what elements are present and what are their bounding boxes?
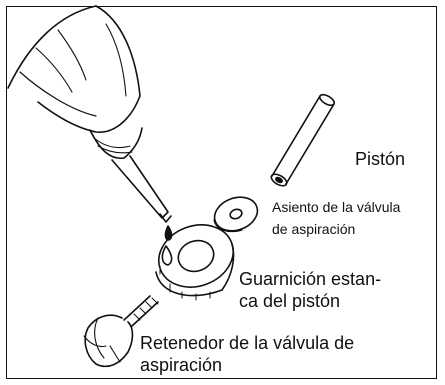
piston-label: Pistón	[355, 149, 406, 169]
piston-rod-icon	[270, 93, 336, 187]
valve-retainer-label-line1: Retenedor de la válvula de	[140, 333, 355, 353]
figure-frame	[6, 6, 437, 379]
valve-seat-label-line2: de aspiración	[272, 221, 356, 237]
valve-retainer-icon	[83, 295, 159, 368]
valve-seat-washer-icon	[213, 196, 259, 233]
valve-retainer-label-line2: aspiración	[140, 355, 223, 375]
piston-seal-label-line1: Guarnición estan-	[239, 269, 382, 289]
valve-seat-label-line1: Asiento de la válvula	[272, 199, 401, 215]
oil-bottle-icon	[7, 5, 173, 266]
piston-seal-label-line2: ca del pistón	[239, 291, 341, 311]
piston-seal-icon	[155, 224, 235, 301]
